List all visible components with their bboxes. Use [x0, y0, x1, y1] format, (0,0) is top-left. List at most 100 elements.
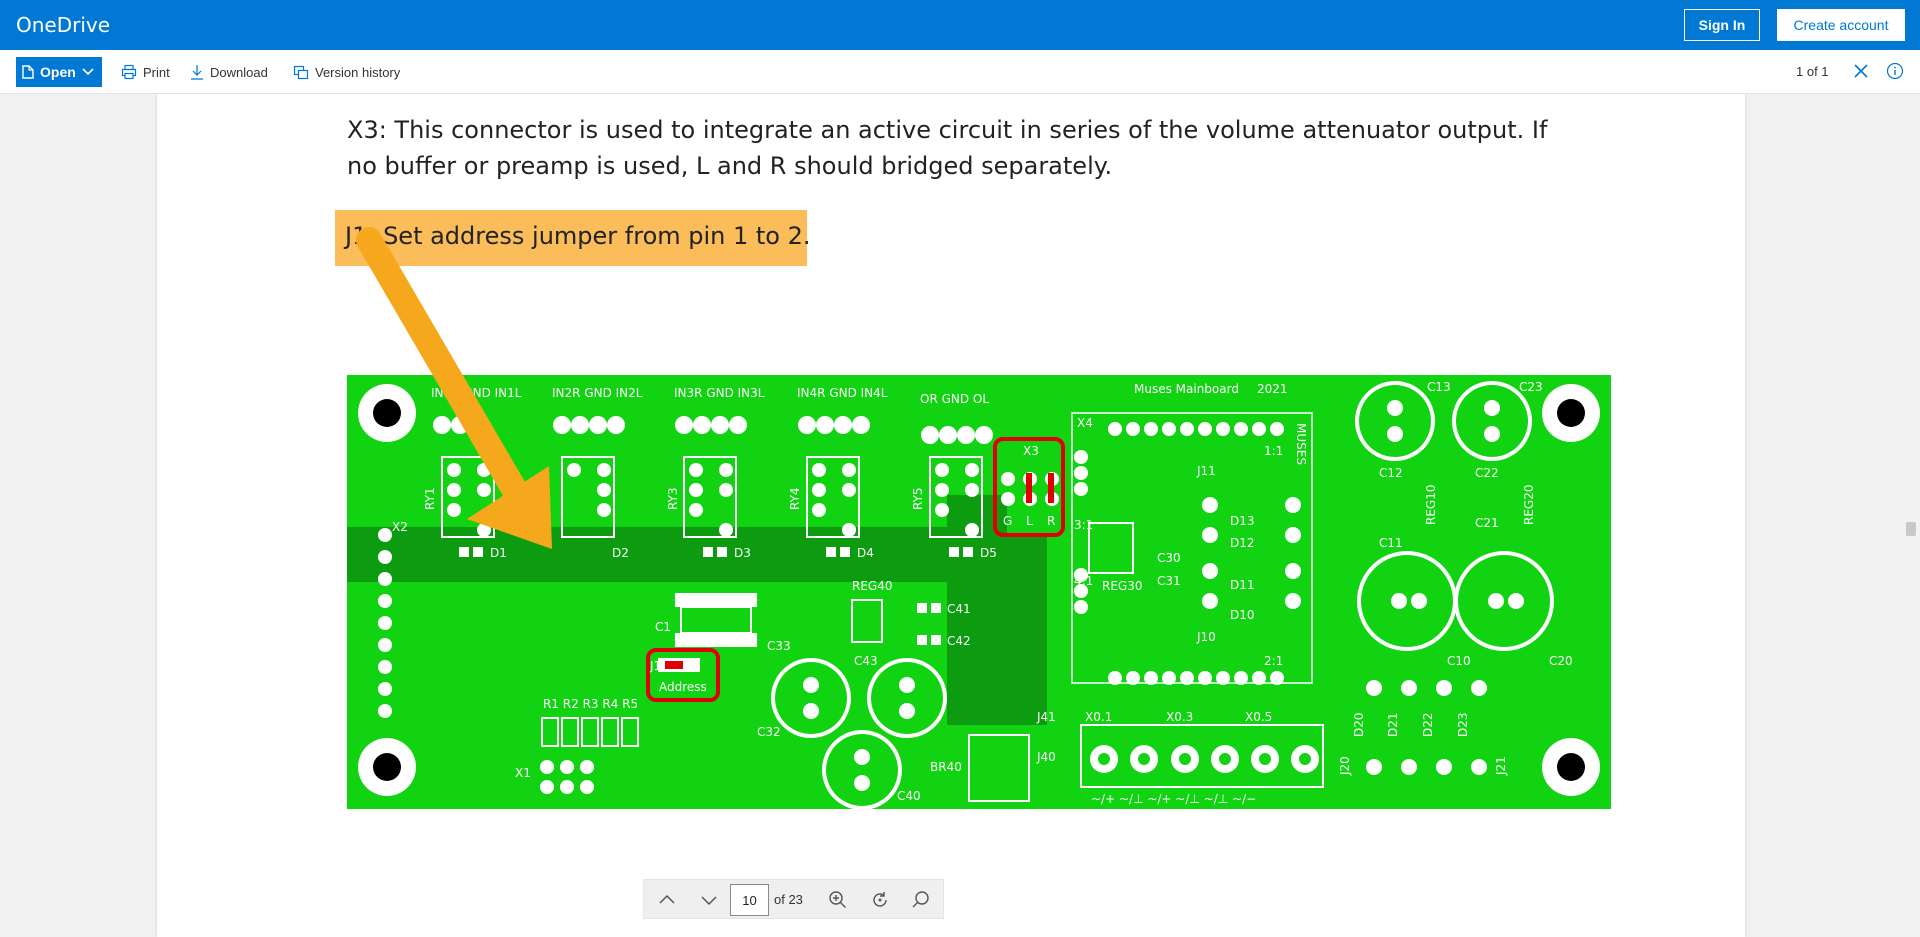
- ground-strip: [1007, 535, 1047, 725]
- muses-ic: [675, 593, 757, 647]
- c23-label: C23: [1519, 380, 1543, 394]
- j40-label: J40: [1036, 750, 1056, 764]
- c1-label: C1: [655, 620, 671, 634]
- c32-label: C32: [757, 725, 781, 739]
- c30-label: C30: [1157, 551, 1181, 565]
- x4-header-top: [1108, 422, 1284, 436]
- document-icon: [22, 65, 34, 79]
- version-history-label: Version history: [315, 64, 401, 80]
- reg30: [1088, 522, 1134, 574]
- reg10-label: REG10: [1424, 485, 1438, 526]
- reg30-label: REG30: [1102, 579, 1143, 593]
- chevron-down-icon[interactable]: [698, 889, 720, 911]
- x1-header: [540, 760, 594, 794]
- ry3-label: RY3: [666, 487, 680, 510]
- sign-in-button[interactable]: Sign In: [1684, 9, 1760, 41]
- printer-icon: [121, 64, 137, 80]
- c11-label: C11: [1379, 536, 1403, 550]
- c33-label: C33: [767, 639, 791, 653]
- capacitor: [1452, 381, 1532, 461]
- c41-label: C41: [947, 602, 971, 616]
- d1-label: D1: [490, 546, 507, 560]
- d3-label: D3: [734, 546, 751, 560]
- pcb-year: 2021: [1257, 382, 1288, 396]
- d2-label: D2: [612, 546, 629, 560]
- br40: [968, 734, 1030, 802]
- j1-label: J1: [649, 659, 661, 673]
- j11-label: J11: [1196, 464, 1216, 478]
- capacitor: [1357, 551, 1457, 651]
- x3-l-label: L: [1026, 514, 1033, 528]
- muses-label: MUSES: [1294, 423, 1308, 465]
- c43-label: C43: [854, 654, 878, 668]
- c10-label: C10: [1447, 654, 1471, 668]
- version-history-icon: [293, 65, 309, 80]
- out-label: OR GND OL: [920, 392, 989, 406]
- ground-plane: [347, 527, 1007, 582]
- ry1-label: RY1: [423, 487, 437, 510]
- pcb-title: Muses Mainboard: [1134, 382, 1239, 396]
- diode-pads: [459, 547, 973, 557]
- x3-bridge-r: [1048, 473, 1054, 503]
- search-icon[interactable]: [910, 889, 932, 911]
- c22-label: C22: [1475, 466, 1499, 480]
- open-button[interactable]: Open: [16, 57, 102, 87]
- ry4-label: RY4: [788, 487, 802, 510]
- in4-label: IN4R GND IN4L: [797, 386, 888, 400]
- relay: [561, 456, 615, 538]
- reg40-label: REG40: [852, 579, 893, 593]
- rotate-icon[interactable]: [869, 889, 891, 911]
- download-label: Download: [210, 64, 268, 80]
- capacitor: [1454, 551, 1554, 651]
- c40-label: C40: [897, 789, 921, 803]
- download-button[interactable]: Download: [190, 62, 268, 82]
- scrollbar-thumb[interactable]: [1906, 522, 1916, 536]
- x05-label: X0.5: [1245, 710, 1272, 724]
- command-bar: Open Print Download Version history 1 of…: [0, 50, 1920, 94]
- d12-label: D12: [1230, 536, 1255, 550]
- pcb-image: IN1R GND IN1L IN2R GND IN2L IN3R GND IN3…: [347, 375, 1611, 809]
- version-history-button[interactable]: Version history: [293, 62, 400, 82]
- d22-label: D22: [1421, 712, 1435, 737]
- document-page: X3: This connector is used to integrate …: [157, 94, 1745, 937]
- print-button[interactable]: Print: [121, 62, 170, 82]
- page-count: 1 of 1: [1796, 64, 1829, 79]
- in2-label: IN2R GND IN2L: [552, 386, 643, 400]
- ratio-31: 3:1: [1074, 518, 1093, 532]
- x2-label: X2: [392, 520, 408, 534]
- brand-logo[interactable]: OneDrive: [16, 13, 111, 37]
- x1-label: X1: [515, 766, 531, 780]
- x01-label: X0.1: [1085, 710, 1112, 724]
- br40-label: BR40: [930, 760, 962, 774]
- c13-label: C13: [1427, 380, 1451, 394]
- chevron-up-icon[interactable]: [656, 889, 678, 911]
- zoom-in-icon[interactable]: [827, 889, 849, 911]
- d10-label: D10: [1230, 608, 1255, 622]
- ry5-label: RY5: [911, 487, 925, 510]
- terminal-block: [1080, 724, 1324, 788]
- d4-label: D4: [857, 546, 874, 560]
- mounting-hole: [1542, 738, 1600, 796]
- address-callout: [646, 648, 720, 702]
- info-icon[interactable]: [1886, 62, 1904, 80]
- capacitor: [1355, 381, 1435, 461]
- j1-jumper: [658, 658, 700, 672]
- document-viewer[interactable]: X3: This connector is used to integrate …: [0, 94, 1920, 937]
- print-label: Print: [143, 64, 170, 80]
- mounting-hole: [358, 738, 416, 796]
- chevron-down-icon: [82, 68, 94, 76]
- c20-label: C20: [1549, 654, 1573, 668]
- close-icon[interactable]: [1852, 62, 1870, 80]
- reg40-caps: [917, 603, 941, 645]
- terminal-screws: [1090, 745, 1319, 773]
- create-account-button[interactable]: Create account: [1777, 9, 1905, 41]
- page-number-input[interactable]: 10: [730, 884, 769, 916]
- c21-label: C21: [1475, 516, 1499, 530]
- terminal-polarity-labels: ~/+ ~/⊥ ~/+ ~/⊥ ~/⊥ ~/−: [1091, 792, 1256, 806]
- capacitor: [771, 658, 851, 738]
- d21-label: D21: [1386, 712, 1400, 737]
- d23-label: D23: [1456, 712, 1470, 737]
- relay: [806, 456, 860, 538]
- x3-g-label: G: [1003, 514, 1012, 528]
- top-bar: OneDrive Sign In Create account: [0, 0, 1920, 50]
